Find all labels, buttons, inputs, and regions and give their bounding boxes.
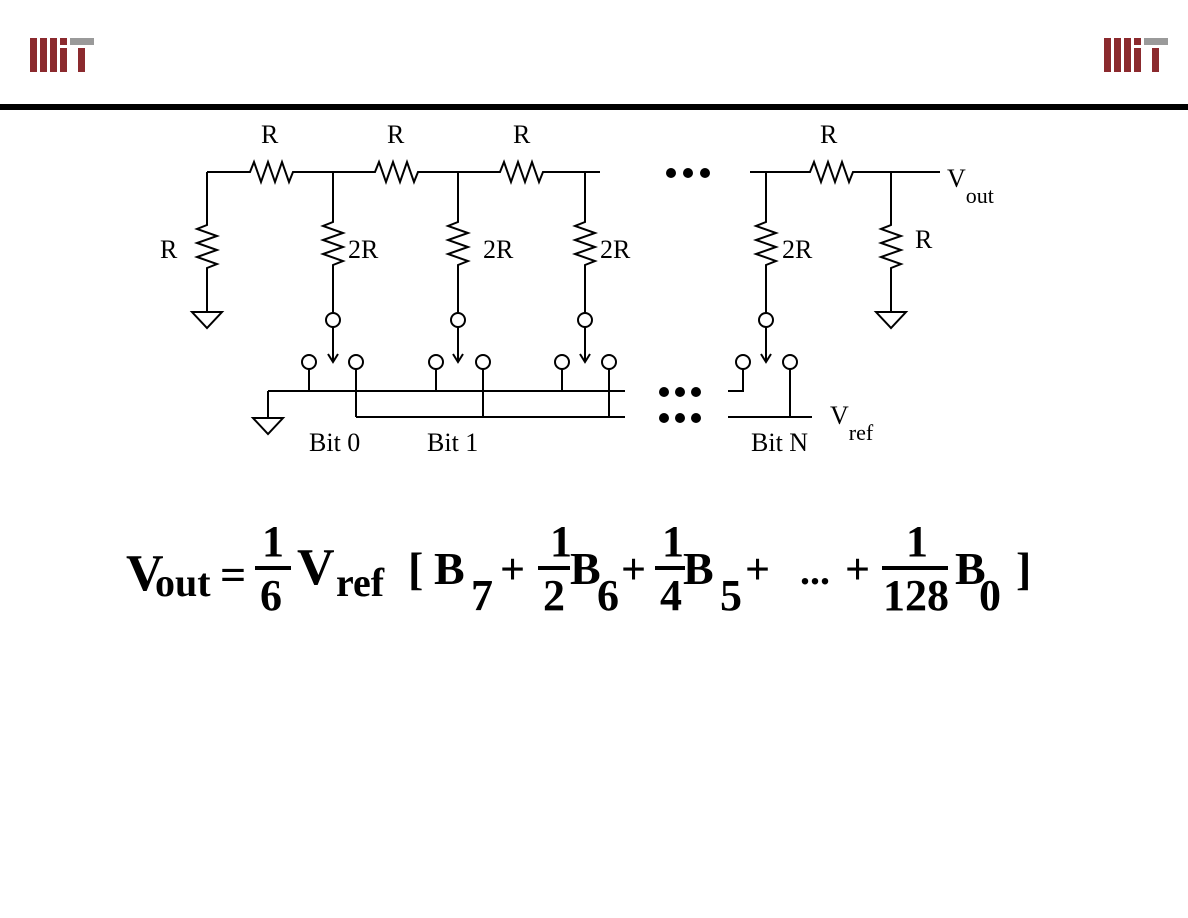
eq-vref-v: V: [297, 539, 335, 596]
header-divider: [0, 104, 1188, 110]
eq-dots: ...: [800, 548, 830, 593]
eq-plus: +: [621, 545, 646, 594]
eq-b5-sub: 5: [720, 571, 742, 620]
r2r-ladder-circuit: R R R R R R 2R 2R 2R 2R Vout Vref Bit 0 …: [160, 120, 994, 457]
eq-equals: =: [220, 549, 246, 600]
eq-frac4-den: 128: [883, 571, 949, 620]
vref-label: Vref: [830, 401, 874, 445]
series-resistor-label: R: [513, 120, 531, 149]
eq-frac3-den: 4: [660, 571, 682, 620]
output-resistor-label: R: [915, 225, 933, 254]
bit-label: Bit 1: [427, 428, 478, 457]
series-resistor-label: R: [820, 120, 838, 149]
bit-label: Bit N: [751, 428, 808, 457]
eq-b7: B: [434, 543, 465, 594]
eq-lbracket: [: [408, 543, 423, 594]
eq-vref-sub: ref: [336, 560, 385, 605]
mit-logo-left: [30, 38, 94, 72]
terminating-resistor-label: R: [160, 235, 178, 264]
eq-b0: B: [955, 543, 986, 594]
eq-b0-sub: 0: [979, 571, 1001, 620]
eq-b6: B: [570, 543, 601, 594]
eq-b7-sub: 7: [471, 571, 493, 620]
leg-resistor-label: 2R: [483, 235, 514, 264]
eq-frac1-den: 6: [260, 571, 282, 620]
eq-rbracket: ]: [1016, 543, 1031, 594]
leg-resistor-label: 2R: [600, 235, 631, 264]
eq-vout-sub: out: [155, 560, 211, 605]
mit-logo-right: [1104, 38, 1168, 72]
eq-plus: +: [845, 545, 870, 594]
series-resistor-label: R: [387, 120, 405, 149]
eq-plus: +: [745, 545, 770, 594]
bit-label: Bit 0: [309, 428, 360, 457]
leg-resistor-label: 2R: [782, 235, 813, 264]
vout-label: Vout: [947, 164, 994, 208]
eq-frac2-den: 2: [543, 571, 565, 620]
eq-frac1-num: 1: [262, 517, 284, 566]
eq-plus: +: [500, 545, 525, 594]
series-resistor-label: R: [261, 120, 279, 149]
eq-frac3-num: 1: [662, 517, 684, 566]
eq-vout-v: V: [126, 545, 164, 602]
eq-b5: B: [683, 543, 714, 594]
eq-frac4-num: 1: [906, 517, 928, 566]
eq-frac2-num: 1: [550, 517, 572, 566]
leg-resistor-label: 2R: [348, 235, 379, 264]
eq-b6-sub: 6: [597, 571, 619, 620]
